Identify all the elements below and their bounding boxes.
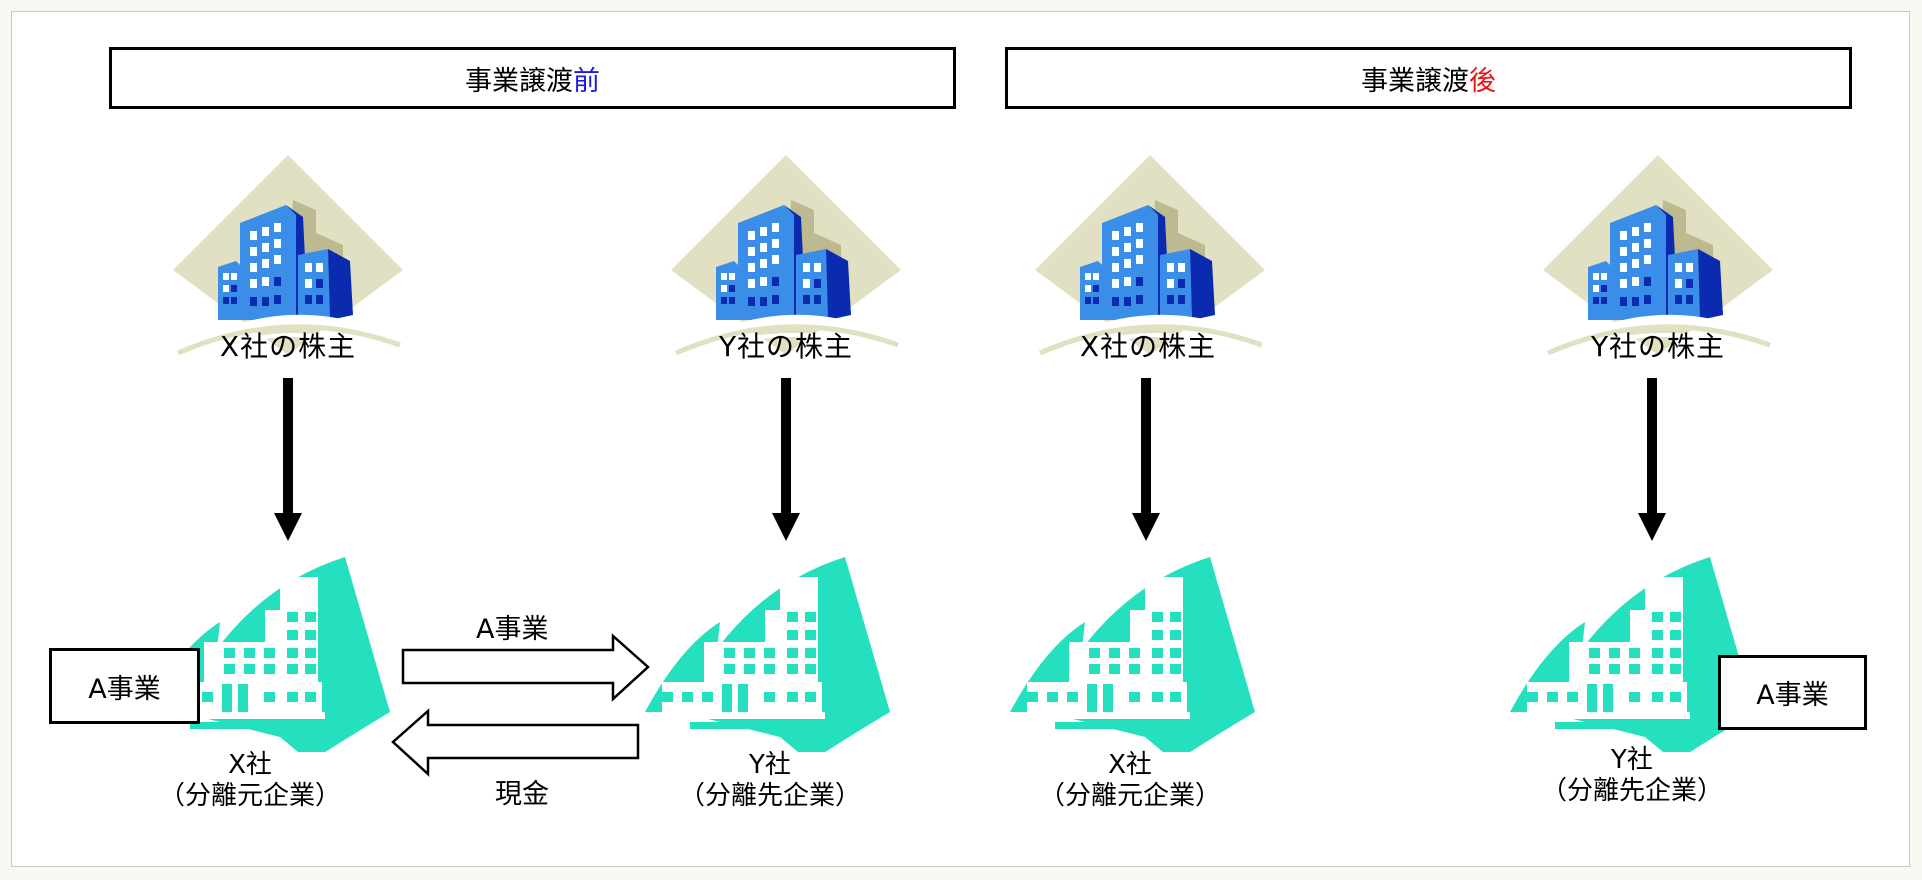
transfer-label: A事業 <box>476 614 549 645</box>
ownership-arrow-icon <box>1126 378 1166 543</box>
company-y-after-name: Y社 <box>1611 745 1653 775</box>
company-y-before-name: Y社 <box>749 750 791 780</box>
company-x-after: X社 （分離元企業） <box>1010 750 1250 812</box>
payment-arrow-icon <box>391 708 640 777</box>
header-before-suffix: 前 <box>573 65 600 97</box>
header-after-prefix: 事業譲渡 <box>1361 65 1469 97</box>
shareholder-y-after-label: Y社の株主 <box>1590 330 1726 363</box>
transfer-arrow-icon <box>401 633 650 702</box>
company-building-icon <box>1005 552 1255 752</box>
company-building-icon <box>640 552 890 752</box>
ownership-arrow-icon <box>766 378 806 543</box>
ownership-arrow-icon <box>268 378 308 543</box>
business-a-box-before: A事業 <box>49 648 200 724</box>
company-y-after: Y社 （分離先企業） <box>1512 745 1752 807</box>
company-x-after-name: X社 <box>1108 750 1152 780</box>
header-before-prefix: 事業譲渡 <box>465 65 573 97</box>
shareholder-y-before-label: Y社の株主 <box>718 330 854 363</box>
company-x-before-name: X社 <box>228 750 272 780</box>
shareholder-x-after-label: X社の株主 <box>1079 330 1217 363</box>
ownership-arrow-icon <box>1632 378 1672 543</box>
company-y-after-role: （分離先企業） <box>1540 776 1723 807</box>
header-before: 事業譲渡前 <box>109 47 956 109</box>
payment-label: 現金 <box>495 779 549 810</box>
company-y-before: Y社 （分離先企業） <box>650 750 890 812</box>
company-x-after-role: （分離元企業） <box>1038 781 1221 812</box>
business-a-box-after: A事業 <box>1718 655 1867 730</box>
header-after: 事業譲渡後 <box>1005 47 1852 109</box>
company-x-before-role: （分離元企業） <box>158 781 341 812</box>
company-x-before: X社 （分離元企業） <box>130 750 370 812</box>
shareholder-x-before-label: X社の株主 <box>219 330 357 363</box>
header-after-suffix: 後 <box>1469 65 1496 97</box>
company-y-before-role: （分離先企業） <box>678 781 861 812</box>
